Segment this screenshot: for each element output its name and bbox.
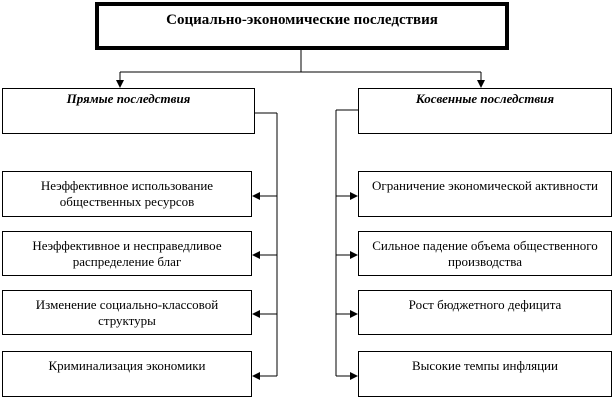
right-item-1: Ограничение экономической активности (358, 171, 612, 217)
right-item-4: Высокие темпы инфляции (358, 351, 612, 397)
right-item-3: Рост бюджетного дефицита (358, 290, 612, 335)
title-box: Социально-экономические последствия (95, 2, 509, 50)
indirect-consequences-header: Косвенные последствия (358, 88, 612, 134)
right-item-2: Сильное падение объема общественного про… (358, 231, 612, 276)
left-item-4: Криминализация экономики (2, 351, 252, 397)
left-item-1: Неэффективное использование общественных… (2, 171, 252, 217)
direct-consequences-header: Прямые последствия (2, 88, 255, 134)
left-item-3: Изменение социально-классовой структуры (2, 290, 252, 335)
left-item-2: Неэффективное и несправедливое распредел… (2, 231, 252, 276)
